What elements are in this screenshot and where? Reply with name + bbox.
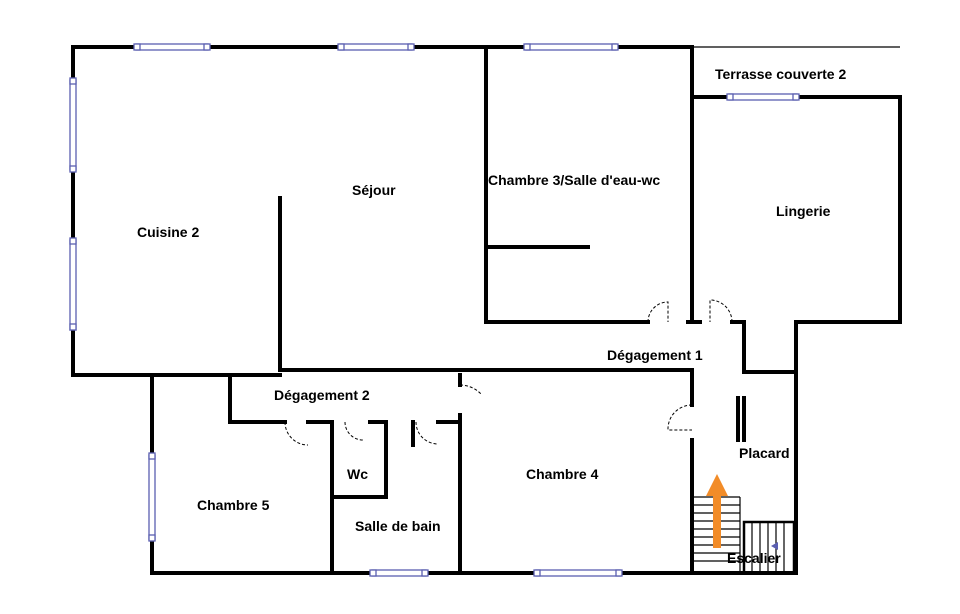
room-label-sejour: Séjour: [352, 182, 396, 198]
exterior-walls: [71, 45, 902, 575]
doors: [284, 299, 733, 446]
up-arrow-icon: [706, 474, 728, 548]
room-label-chambre-5: Chambre 5: [197, 497, 270, 513]
room-label-wc: Wc: [347, 466, 368, 482]
room-label-escalier: Escalier: [727, 550, 781, 566]
room-label-chambre-3: Chambre 3/Salle d'eau-wc: [488, 172, 661, 188]
room-label-placard: Placard: [739, 445, 790, 461]
room-label-cuisine: Cuisine 2: [137, 224, 200, 240]
windows: [69, 43, 800, 577]
room-label-salle-de-bain: Salle de bain: [355, 518, 441, 534]
room-label-degagement-1: Dégagement 1: [607, 347, 703, 363]
room-label-degagement-2: Dégagement 2: [274, 387, 370, 403]
room-label-lingerie: Lingerie: [776, 203, 831, 219]
room-label-chambre-4: Chambre 4: [526, 466, 599, 482]
room-label-terrasse: Terrasse couverte 2: [715, 66, 847, 82]
interior-walls: [150, 45, 798, 575]
